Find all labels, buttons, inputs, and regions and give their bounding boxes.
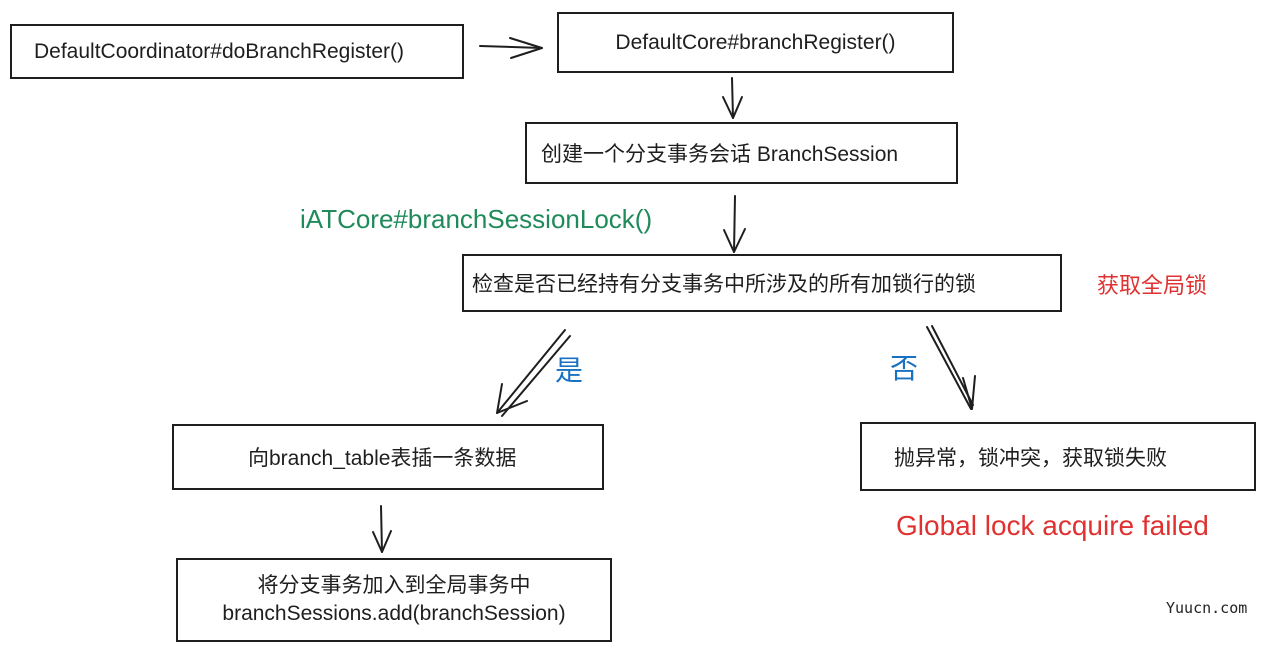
arrow-yes-branch [496,329,571,417]
watermark: Yuucn.com [1166,599,1248,617]
no-label: 否 [890,353,919,384]
coordinator-node: DefaultCoordinator#doBranchRegister() [10,24,464,79]
add-session-line1: 将分支事务加入到全局事务中 [257,574,531,597]
global-lock-failed-label: Global lock acquire failed [896,510,1209,541]
arrow-core-to-create-session [722,77,743,119]
exception-node-label: 抛异常，锁冲突，获取锁失败 [894,446,1167,470]
add-session-line2: branchSessions.add(branchSession) [222,602,566,625]
coordinator-node-label: DefaultCoordinator#doBranchRegister() [34,39,405,63]
create-session-node-label: 创建一个分支事务会话 BranchSession [541,143,899,166]
arrow-coordinator-to-core [479,37,543,59]
arrow-insert-to-add-session [372,505,392,553]
yes-label: 是 [555,355,584,386]
insert-table-node: 向branch_table表插一条数据 [172,424,604,490]
check-locks-node: 检查是否已经持有分支事务中所涉及的所有加锁行的锁 [462,254,1062,312]
add-session-node: 将分支事务加入到全局事务中 branchSessions.add(branchS… [176,558,612,642]
acquire-global-lock-label: 获取全局锁 [1097,273,1208,298]
create-session-node: 创建一个分支事务会话 BranchSession [525,122,958,184]
exception-node: 抛异常，锁冲突，获取锁失败 [860,422,1256,491]
core-node-label: DefaultCore#branchRegister() [615,30,896,54]
insert-table-node-label: 向branch_table表插一条数据 [248,447,517,470]
iat-core-label: iATCore#branchSessionLock() [300,204,653,234]
check-locks-node-label: 检查是否已经持有分支事务中所涉及的所有加锁行的锁 [472,273,976,296]
core-node: DefaultCore#branchRegister() [557,12,954,73]
arrow-create-session-to-check-locks [723,195,746,253]
arrow-no-branch [926,325,976,410]
